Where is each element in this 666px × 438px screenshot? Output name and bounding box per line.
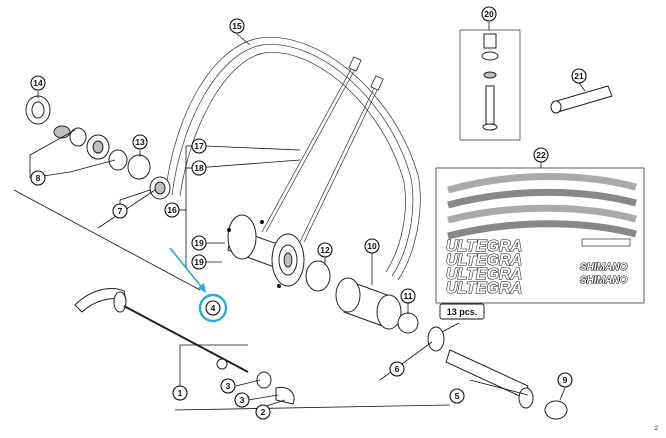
- highlight-pointer: [169, 247, 206, 293]
- highlight-ring: [198, 293, 228, 323]
- valve-box: [459, 29, 521, 141]
- callout-3-upper-number: 3: [226, 381, 231, 391]
- quick-release-skewer: [74, 288, 295, 405]
- callout-21: 21: [571, 68, 587, 84]
- callout-1-number: 1: [178, 388, 183, 398]
- callout-3-lower: 3: [234, 392, 250, 408]
- callout-5: 5: [449, 388, 465, 404]
- spokes: [261, 56, 384, 243]
- callout-5-number: 5: [455, 391, 460, 401]
- callout-6-number: 6: [395, 364, 400, 374]
- rim: [164, 36, 421, 281]
- callout-9: 9: [557, 372, 573, 388]
- callout-3-lower-number: 3: [240, 395, 245, 405]
- callout-12: 12: [317, 242, 333, 258]
- callout-7: 7: [112, 203, 128, 219]
- callout-2-number: 2: [261, 407, 266, 417]
- callout-18-number: 18: [194, 163, 204, 173]
- callout-1: 1: [172, 385, 188, 401]
- callout-17-number: 17: [194, 141, 204, 151]
- hub-body: [227, 214, 305, 288]
- freehub-body: [305, 260, 419, 334]
- callout-22-number: 22: [536, 150, 546, 160]
- leader-lines: [13, 22, 586, 411]
- spoke-wrench-tool: [550, 85, 613, 114]
- decal-maker-2: SHIMANO: [580, 275, 627, 286]
- decal-sheet: [435, 167, 645, 304]
- callout-4-number: 4: [211, 303, 216, 313]
- callout-14: 14: [30, 75, 46, 91]
- left-hub-parts: [25, 95, 171, 200]
- callout-14-number: 14: [33, 78, 43, 88]
- callout-19-upper: 19: [191, 235, 207, 251]
- callout-11: 11: [400, 288, 416, 304]
- callout-8-number: 8: [36, 173, 41, 183]
- decal-brand-1: ULTEGRA: [446, 238, 522, 255]
- callout-6: 6: [389, 361, 405, 377]
- decal-brand-4: ULTEGRA: [446, 280, 522, 297]
- callout-13: 13: [132, 134, 148, 150]
- callout-19-lower-number: 19: [194, 257, 204, 267]
- quantity-box: 13 pcs.: [439, 303, 485, 320]
- callout-15: 15: [229, 18, 245, 34]
- page-number: 2: [655, 426, 659, 432]
- callout-11-number: 11: [404, 291, 413, 301]
- callout-10: 10: [364, 238, 380, 254]
- callout-18: 18: [191, 160, 207, 176]
- callout-16: 16: [164, 202, 180, 218]
- callout-19-lower: 19: [191, 254, 207, 270]
- callout-10-number: 10: [367, 241, 377, 251]
- axle: [427, 326, 568, 420]
- callout-21-number: 21: [574, 71, 584, 81]
- callout-9-number: 9: [563, 375, 568, 385]
- callout-20: 20: [481, 6, 497, 22]
- decal-brand-3: ULTEGRA: [446, 266, 522, 283]
- callout-16-number: 16: [167, 205, 177, 215]
- callout-13-number: 13: [135, 137, 145, 147]
- quantity-label: 13 pcs.: [447, 307, 478, 317]
- callout-8: 8: [30, 170, 46, 186]
- callout-3-upper: 3: [220, 378, 236, 394]
- callout-17: 17: [191, 138, 207, 154]
- decal-brand-2: ULTEGRA: [446, 252, 522, 269]
- callout-19-upper-number: 19: [194, 238, 204, 248]
- callout-12-number: 12: [320, 245, 330, 255]
- decal-maker-1: SHIMANO: [580, 262, 627, 273]
- callout-22: 22: [533, 147, 549, 163]
- callout-7-number: 7: [118, 206, 123, 216]
- callout-20-number: 20: [484, 9, 494, 19]
- callout-4: 4: [205, 300, 221, 316]
- callout-2: 2: [255, 404, 271, 420]
- callout-15-number: 15: [232, 21, 242, 31]
